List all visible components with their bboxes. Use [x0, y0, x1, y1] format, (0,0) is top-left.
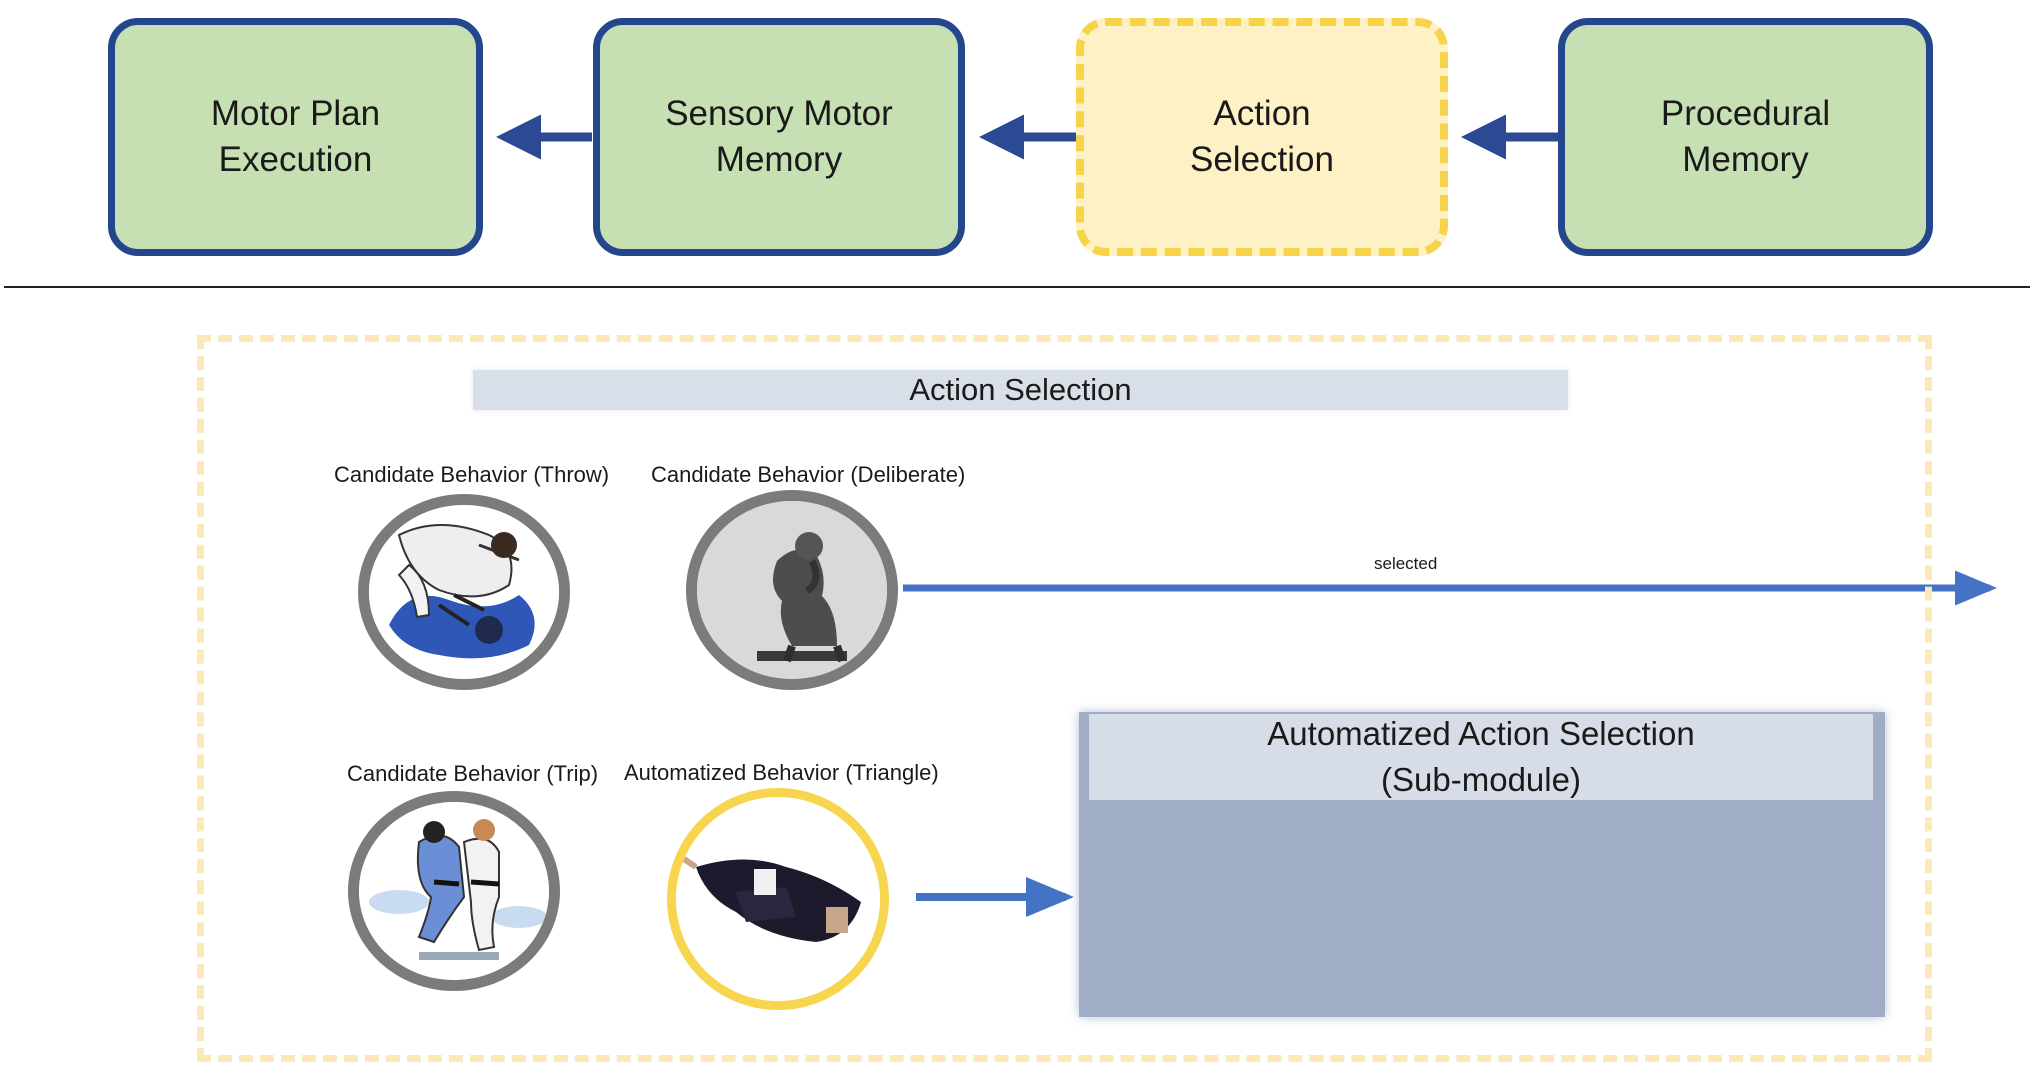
submodule-header: Automatized Action Selection (Sub-module…	[1089, 714, 1873, 800]
submodule-label: Automatized Action Selection (Sub-module…	[1267, 715, 1695, 798]
action-selection-box: Action Selection	[1076, 18, 1448, 256]
selected-arrow-label: selected	[1374, 554, 1438, 573]
procedural-memory-box: Procedural Memory	[1558, 18, 1933, 256]
triangle-choke-image	[667, 788, 889, 1010]
sensory-motor-memory-box: Sensory Motor Memory	[593, 18, 965, 256]
caption-triangle: Automatized Behavior (Triangle)	[624, 760, 939, 785]
action-selection-title: Action Selection	[473, 370, 1568, 410]
caption-deliberate: Candidate Behavior (Deliberate)	[651, 462, 966, 487]
judo-trip-image	[348, 791, 560, 991]
section-divider	[4, 286, 2030, 288]
motor-plan-execution-box: Motor Plan Execution	[108, 18, 483, 256]
caption-trip: Candidate Behavior (Trip)	[347, 761, 599, 786]
action-selection-title-text: Action Selection	[909, 372, 1132, 407]
procedural-memory-label: Procedural Memory	[1660, 94, 1831, 179]
judo-throw-image	[358, 494, 570, 690]
caption-throw: Candidate Behavior (Throw)	[334, 462, 610, 487]
action-selection-detail-frame	[197, 335, 1932, 1062]
motor-plan-execution-label: Motor Plan Execution	[210, 94, 381, 179]
action-selection-label: Action Selection	[1190, 94, 1334, 179]
sensory-motor-memory-label: Sensory Motor Memory	[665, 94, 893, 179]
thinker-statue-image	[686, 490, 898, 690]
